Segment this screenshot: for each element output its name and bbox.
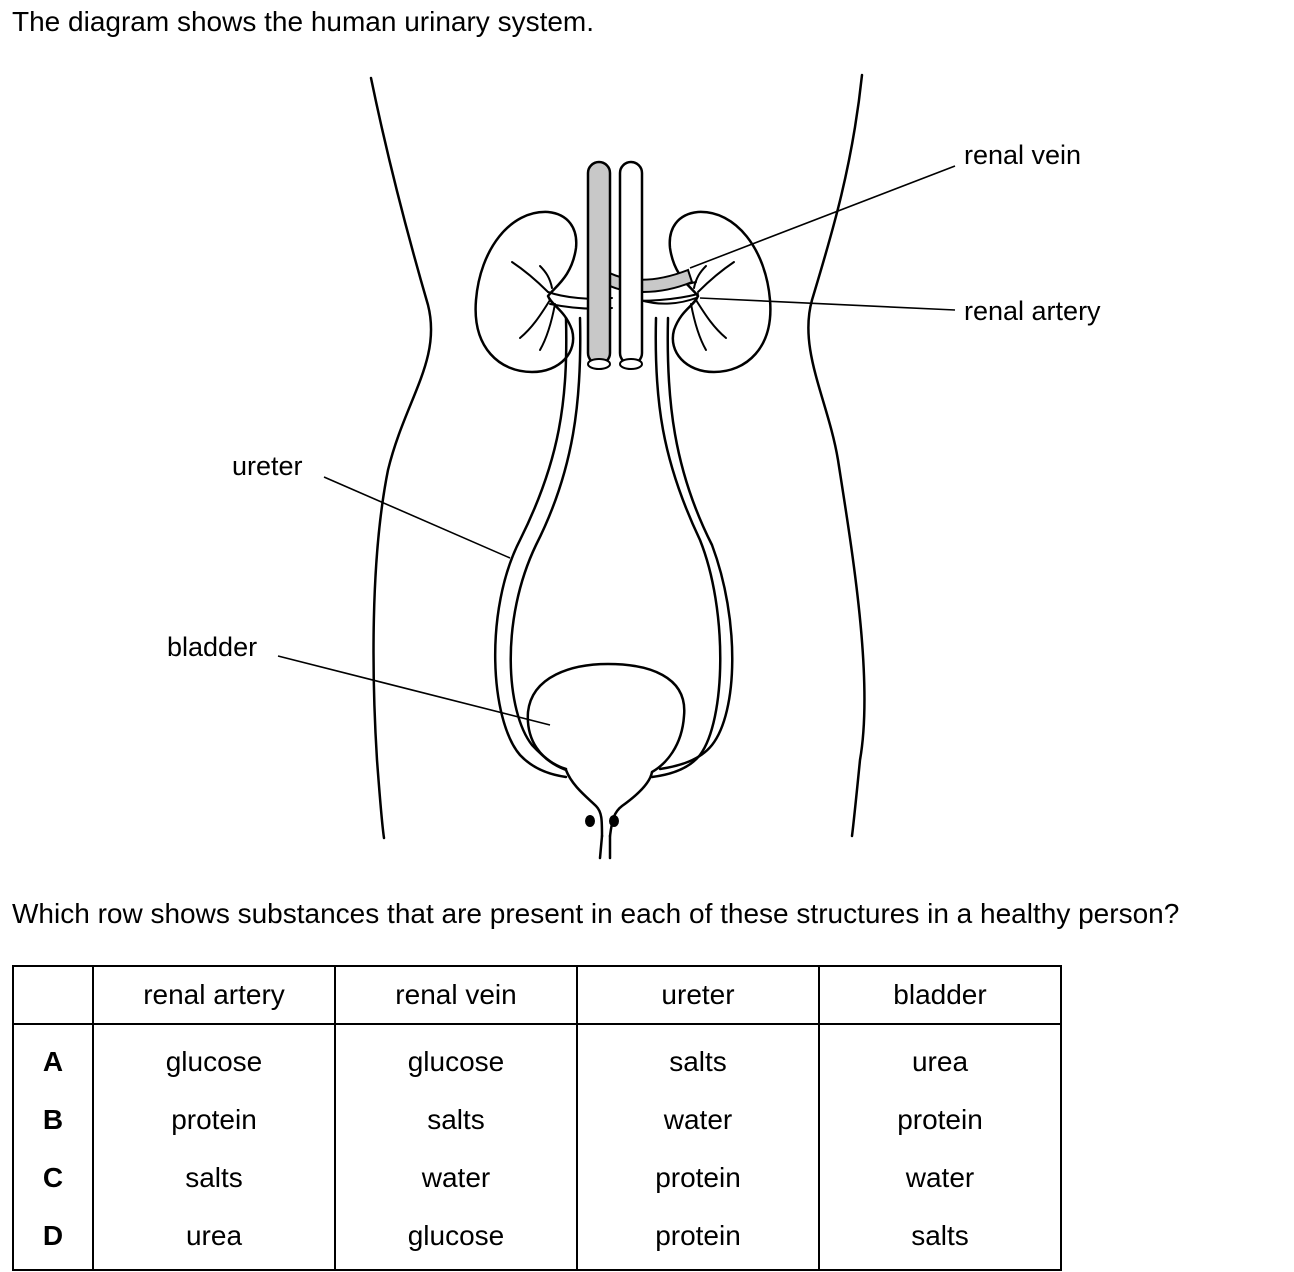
table-cell: water <box>818 1149 1061 1207</box>
table-cell: protein <box>92 1091 335 1149</box>
question-text: Which row shows substances that are pres… <box>12 898 1180 929</box>
table-cell: glucose <box>334 1207 577 1270</box>
table-header-cell: ureter <box>576 966 819 1025</box>
row-letter: C <box>42 1162 64 1193</box>
table-cell: salts <box>818 1207 1061 1270</box>
table-cell: glucose <box>92 1024 335 1091</box>
renal-vein-branch <box>602 268 694 293</box>
table-cell: protein <box>818 1091 1061 1149</box>
table-cell: water <box>334 1149 577 1207</box>
intro-text: The diagram shows the human urinary syst… <box>12 6 595 37</box>
table-row: C salts water protein water <box>13 1149 1061 1207</box>
table-header-row: renal artery renal vein ureter bladder <box>13 966 1061 1025</box>
leader-renal-vein <box>689 165 956 269</box>
label-bladder: bladder <box>167 632 257 662</box>
table-cell: salts <box>92 1149 335 1207</box>
body-outline-right <box>807 73 866 838</box>
table-header-cell: bladder <box>818 966 1061 1025</box>
table-header-cell: renal artery <box>92 966 335 1025</box>
ureter-right <box>650 316 722 779</box>
renal-vessel-right-2 <box>639 297 697 305</box>
leader-ureter <box>323 476 511 559</box>
label-renal-vein: renal vein <box>964 140 1081 170</box>
table-cell: protein <box>576 1207 819 1270</box>
row-letter: D <box>42 1220 64 1251</box>
table-cell: glucose <box>334 1024 577 1091</box>
table-cell: water <box>576 1091 819 1149</box>
table-row: A glucose glucose salts urea <box>13 1024 1061 1091</box>
row-letter: A <box>42 1046 64 1077</box>
aorta <box>618 160 644 366</box>
table-cell: salts <box>334 1091 577 1149</box>
table-cell: urea <box>92 1207 335 1270</box>
urinary-system-diagram: renal vein renal artery ureter bladder <box>167 73 1101 860</box>
table-cell: protein <box>576 1149 819 1207</box>
table-cell: urea <box>818 1024 1061 1091</box>
table-row: B protein salts water protein <box>13 1091 1061 1149</box>
label-ureter: ureter <box>232 451 303 481</box>
bladder <box>526 662 686 838</box>
row-letter: B <box>42 1104 64 1135</box>
label-renal-artery: renal artery <box>964 296 1101 326</box>
leader-bladder <box>277 655 551 726</box>
table-cell: salts <box>576 1024 819 1091</box>
kidney-right <box>668 210 772 374</box>
table-header-cell: renal vein <box>334 966 577 1025</box>
kidney-left <box>474 210 578 374</box>
table-header-cell <box>13 966 93 1025</box>
ureter-left <box>494 316 568 779</box>
vena-cava <box>586 160 612 366</box>
table-row: D urea glucose protein salts <box>13 1207 1061 1270</box>
leader-renal-artery <box>699 297 956 311</box>
answer-table: renal artery renal vein ureter bladder A… <box>12 965 1062 1271</box>
body-outline-left <box>369 76 433 840</box>
